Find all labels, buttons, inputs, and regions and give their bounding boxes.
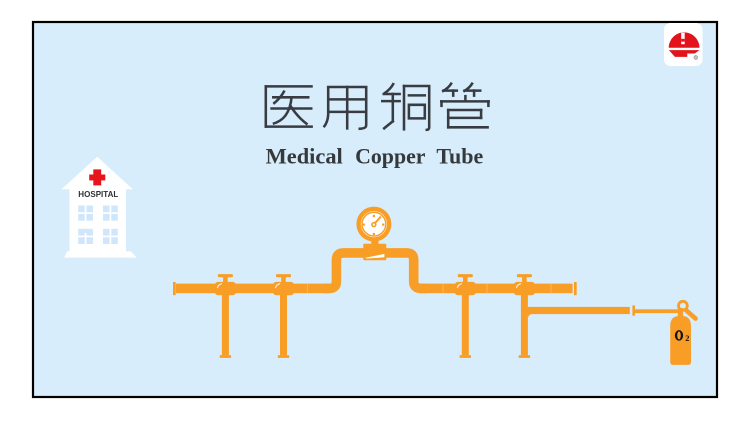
svg-text:Copper: Copper (355, 143, 426, 168)
svg-text:R: R (695, 56, 698, 60)
svg-text:2: 2 (685, 334, 689, 343)
svg-text:HOSPITAL: HOSPITAL (78, 189, 118, 199)
svg-text:Medical: Medical (266, 143, 343, 168)
svg-text:Tube: Tube (436, 143, 483, 168)
